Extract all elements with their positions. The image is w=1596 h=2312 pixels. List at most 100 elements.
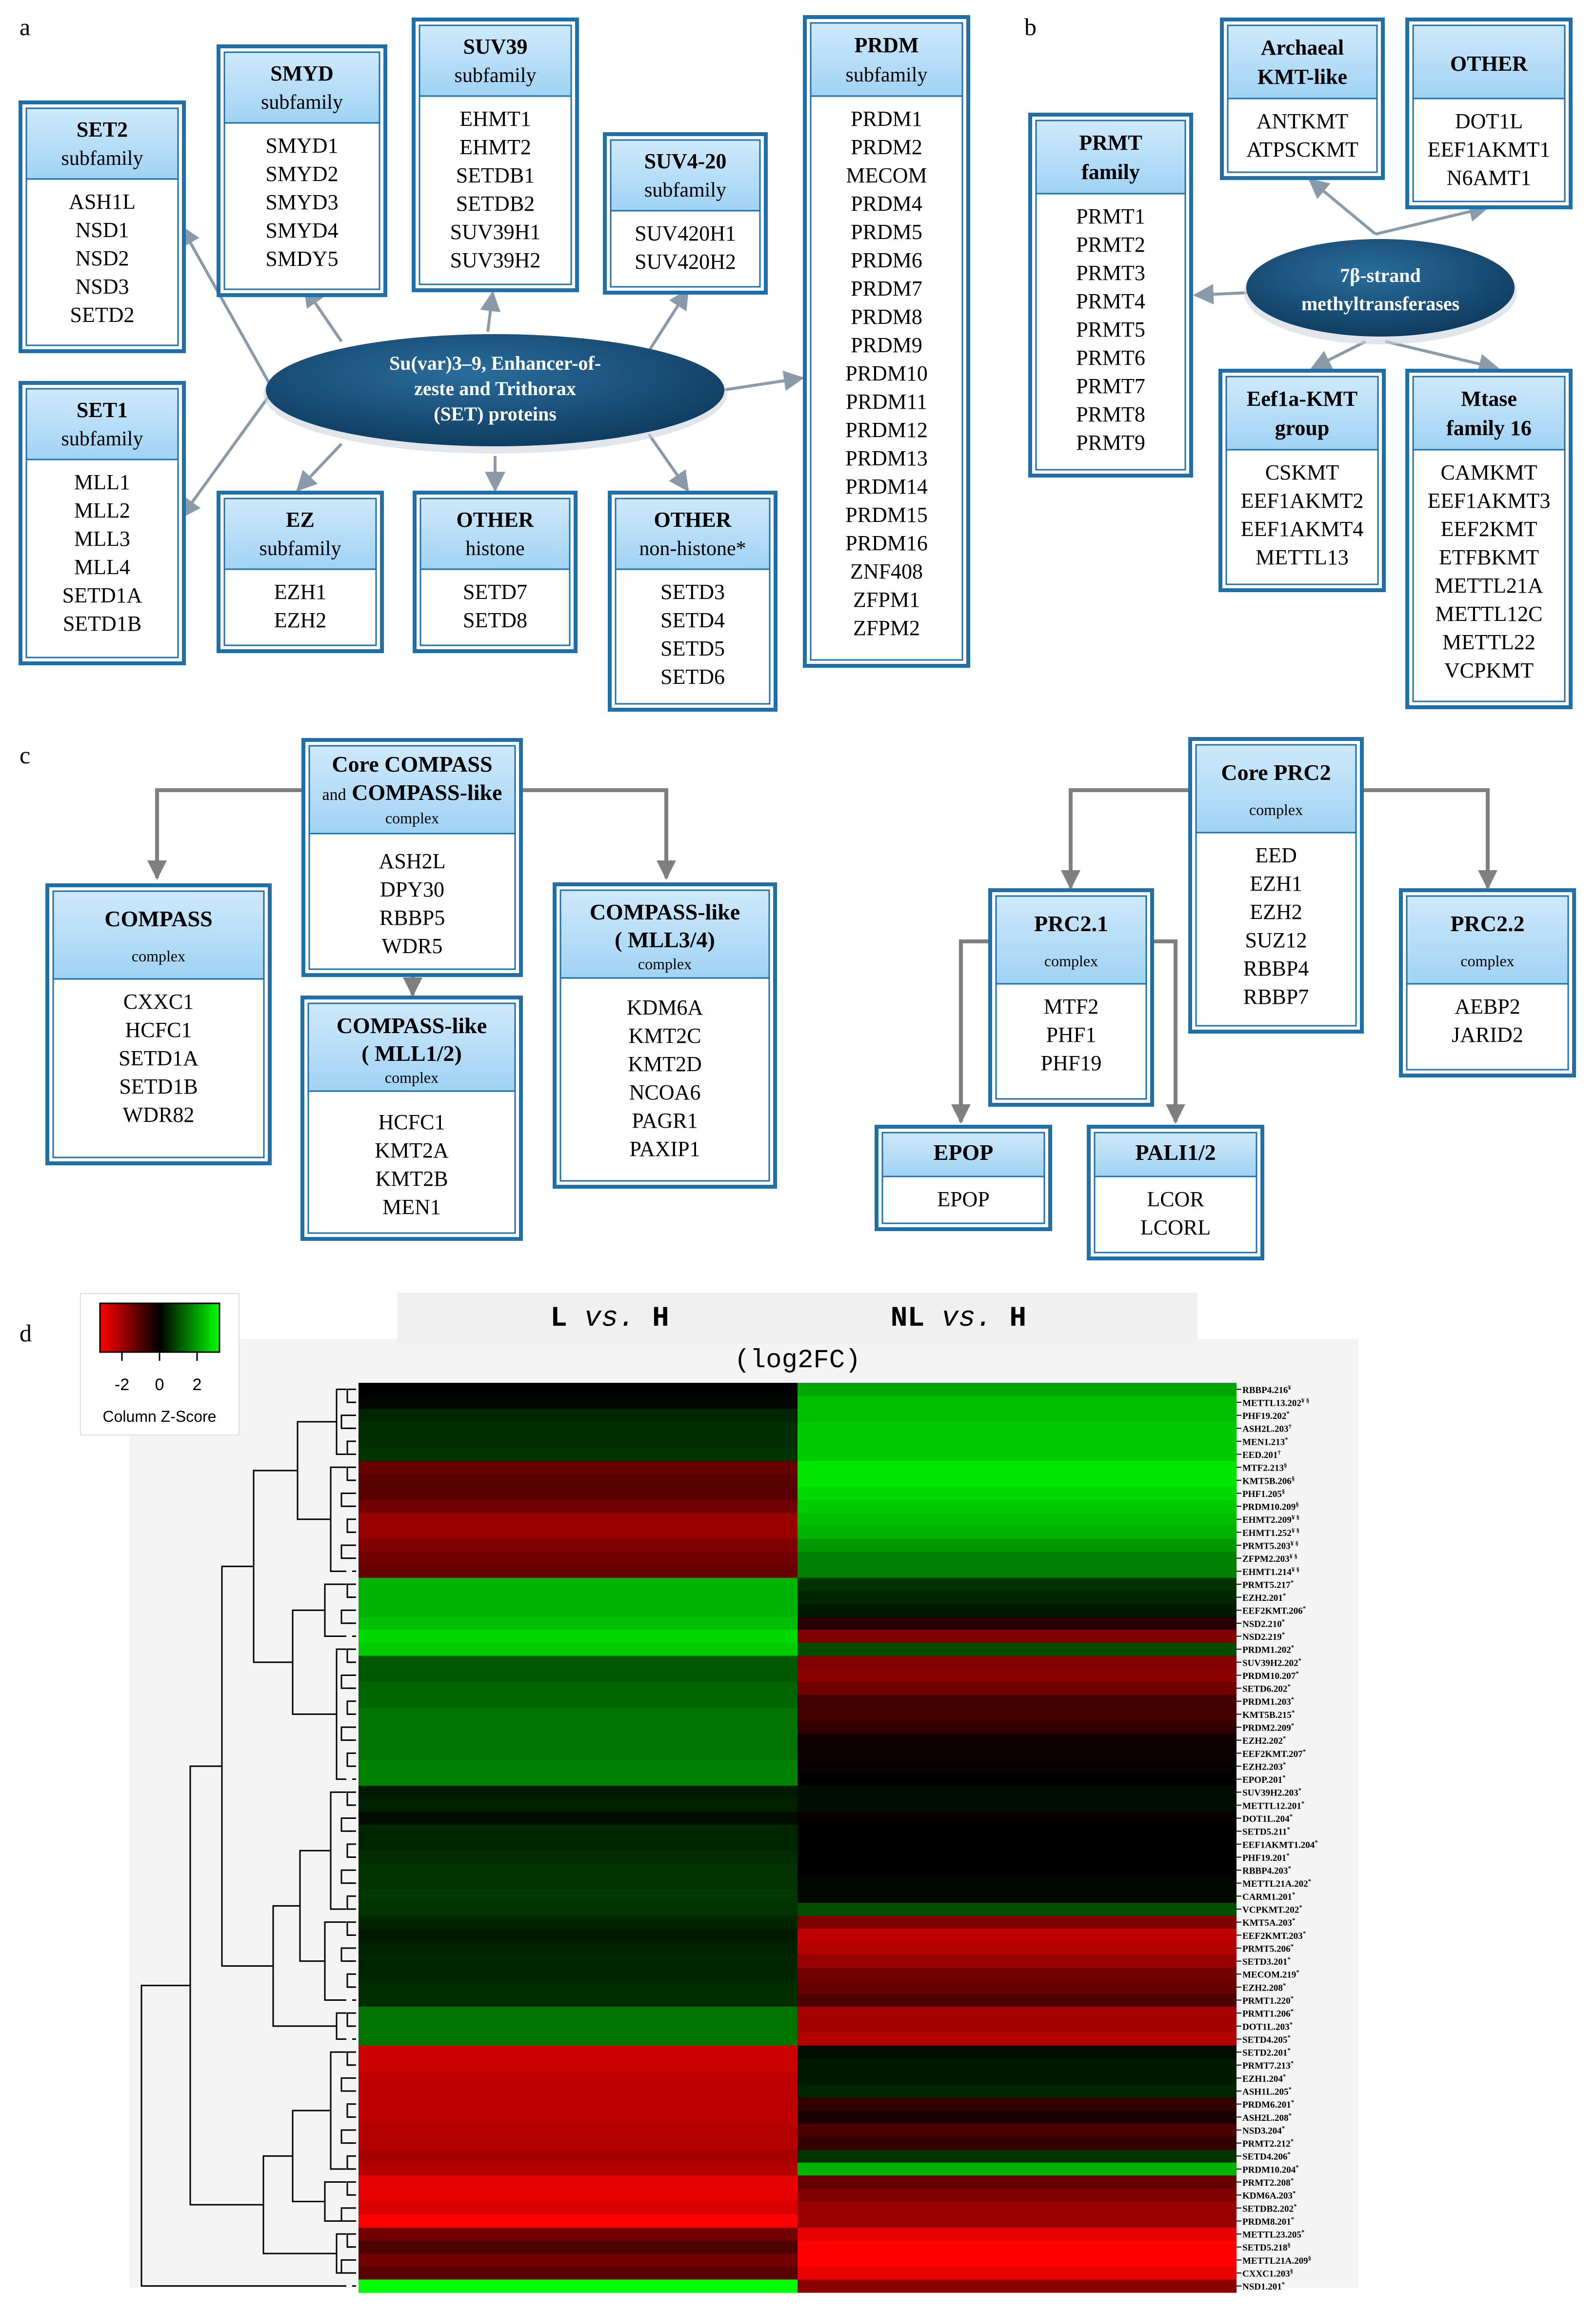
row-label-name: MECOM.219 (1242, 1970, 1296, 1980)
row-label: METTL23.205* (1242, 2229, 1304, 2240)
heatmap-cell-nl-vs-h (798, 1967, 1237, 1981)
column-header-nl-vs-h: NL vs. H (891, 1303, 1026, 1335)
row-label-sup: * (1294, 2202, 1297, 2210)
row-label-name: PRMT7.213 (1242, 2061, 1291, 2071)
row-label-sup: * (1291, 1644, 1295, 1651)
row-label-sup: * (1282, 1774, 1286, 1781)
complex-member-item: DPY30 (380, 877, 444, 901)
hub-line-1: Su(var)3–9, Enhancer-of- (389, 352, 601, 374)
prdm-subfamily-item: PRDM9 (851, 333, 922, 357)
panel-c: Core COMPASS and COMPASS-like complex AS… (45, 737, 1576, 1260)
row-label-sup: ¥ § (1292, 1527, 1299, 1534)
heatmap-cell-l-vs-h (359, 1513, 798, 1526)
other-methyltransferases-item: N6AMT1 (1447, 166, 1532, 190)
row-label-sup: * (1296, 1670, 1299, 1677)
dendrogram-branch (346, 1648, 352, 1663)
dendrogram-branch (340, 1726, 352, 1741)
row-label: ASH2L.208* (1242, 2112, 1292, 2123)
heatmap-cell-l-vs-h (359, 2006, 798, 2020)
row-label-sup: § (1290, 2267, 1294, 2274)
mtase-family-16-item: CAMKMT (1440, 460, 1537, 484)
heatmap-cell-nl-vs-h (798, 1448, 1237, 1461)
row-label: SETD4.205* (1242, 2033, 1291, 2045)
hub-line-2: zeste and Trithorax (414, 378, 576, 399)
set2-subfamily-subtitle: subfamily (61, 147, 143, 170)
row-label: PRMT2.212* (1242, 2137, 1294, 2149)
core-prc2-item: SUZ12 (1245, 928, 1307, 952)
prdm-subfamily-item: PRDM13 (845, 446, 928, 470)
compass-complex-item: SETD1A (119, 1046, 199, 1070)
dendrogram-branch (346, 2051, 352, 2066)
core-prc2-item: RBBP7 (1243, 985, 1309, 1009)
row-label-sup: * (1287, 1955, 1291, 1963)
row-label-name: EZH2.201 (1242, 1593, 1283, 1603)
prc2-1-item: PHF19 (1041, 1051, 1102, 1075)
heatmap-cell-nl-vs-h (798, 2201, 1237, 2215)
prmt-family-title: PRMT (1079, 131, 1142, 155)
heatmap-cell-nl-vs-h (798, 2188, 1237, 2202)
compass-complex-item: HCFC1 (125, 1018, 192, 1042)
heatmap-cell-l-vs-h (359, 2097, 798, 2111)
heatmap-cell-l-vs-h (359, 1759, 798, 1773)
heatmap-cell-l-vs-h (359, 2072, 798, 2085)
other-methyltransferases-title: OTHER (1450, 52, 1528, 76)
row-label: EEF1AKMT1.204* (1242, 1838, 1318, 1850)
dendrogram-branch (340, 1544, 352, 1559)
prmt-family-item: PRMT7 (1076, 374, 1145, 398)
heatmap-cell-l-vs-h (359, 2162, 798, 2176)
set2-subfamily-item: NSD2 (75, 246, 129, 270)
heatmap-cell-l-vs-h (359, 1824, 798, 1838)
heatmap-cell-nl-vs-h (798, 1395, 1237, 1409)
set2-subfamily-title: SET2 (77, 118, 128, 141)
ez-subfamily-title: EZ (286, 508, 315, 532)
prdm-subfamily-item: PRDM10 (845, 361, 928, 385)
row-label-name: PRMT5.217 (1242, 1580, 1291, 1590)
suv4-20-subfamily-title: SUV4-20 (644, 149, 727, 173)
heatmap-cell-nl-vs-h (798, 1954, 1237, 1968)
heatmap-cell-nl-vs-h (798, 2072, 1237, 2085)
dendrogram-branch (346, 1752, 352, 1767)
row-label-sup: § (1287, 2241, 1291, 2249)
dendrogram-branch (346, 2103, 352, 2118)
row-label-name: MTF2.213 (1242, 1463, 1284, 1474)
complex-member-item: MEN1 (382, 1195, 441, 1219)
row-label-name: SETD5.211 (1242, 1827, 1287, 1837)
row-label: PRMT2.208* (1242, 2176, 1294, 2188)
row-label-name: PRMT1.206 (1242, 2009, 1291, 2019)
heatmap-cell-l-vs-h (359, 1409, 798, 1422)
heatmap-cell-l-vs-h (359, 1708, 798, 1721)
heatmap-cell-nl-vs-h (798, 1720, 1237, 1734)
mtase-family-16-title: Mtase (1461, 387, 1517, 411)
row-label-sup: * (1283, 1734, 1286, 1742)
prdm-subfamily-item: PRDM2 (851, 135, 922, 159)
row-label-name: CXXC1.203 (1242, 2269, 1290, 2279)
compass-complex-box: COMPASScomplexCXXC1HCFC1SETD1ASETD1BWDR8… (45, 883, 272, 1165)
row-label-sup: * (1287, 2033, 1291, 2041)
heatmap-cell-l-vs-h (359, 1616, 798, 1630)
core-prc2-box: Core PRC2complexEEDEZH1EZH2SUZ12RBBP4RBB… (1188, 737, 1364, 1034)
heatmap-cell-l-vs-h (359, 1929, 798, 1942)
row-label: SETD3.201* (1242, 1955, 1291, 1967)
complex-member-item: KDM6A (627, 996, 703, 1019)
heatmap-cell-l-vs-h (359, 1967, 798, 1981)
heatmap-cell-l-vs-h (359, 1487, 798, 1500)
heatmap-cell-l-vs-h (359, 1655, 798, 1669)
heatmap-cell-l-vs-h (359, 1383, 798, 1396)
heatmap-cell-nl-vs-h (798, 2045, 1237, 2059)
heatmap-cell-l-vs-h (359, 1798, 798, 1812)
row-label-name: ASH1L.205 (1242, 2087, 1289, 2097)
complex-member-item: PAGR1 (632, 1109, 698, 1133)
dendrogram-branch (346, 1700, 352, 1715)
dendrogram-branch (140, 1985, 331, 2287)
heatmap-cell-nl-vs-h (798, 1513, 1237, 1526)
complex-member-item: KMT2A (375, 1138, 449, 1162)
row-label: PRMT5.203¥ § (1242, 1539, 1298, 1551)
eef1a-kmt-group-item: EEF1AKMT2 (1241, 489, 1364, 513)
row-label-name: PRMT5.203 (1242, 1541, 1291, 1551)
heatmap-cell-l-vs-h (359, 1902, 798, 1916)
row-label-sup: * (1282, 1631, 1285, 1638)
row-label-name: EPOP.201 (1242, 1775, 1282, 1785)
set1-subfamily-item: SETD1A (62, 583, 142, 607)
row-label-sup: * (1301, 1799, 1305, 1807)
